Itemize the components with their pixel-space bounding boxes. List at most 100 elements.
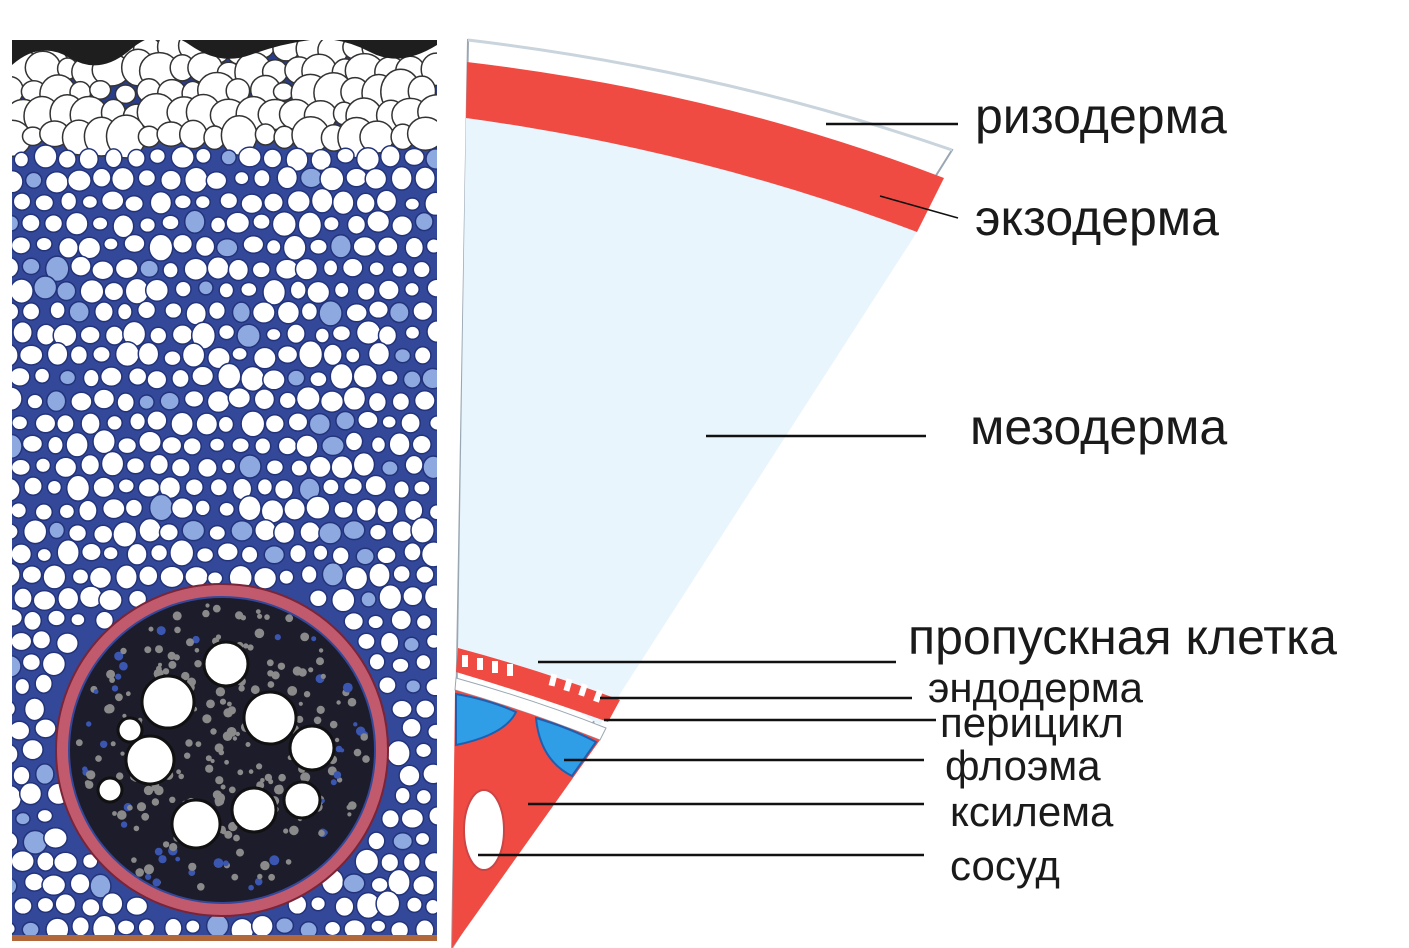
cortex-cell xyxy=(254,567,277,589)
cortex-cell xyxy=(253,214,270,229)
cortex-cell xyxy=(287,191,310,213)
cortex-cell xyxy=(401,809,423,829)
cortex-cell xyxy=(369,563,390,587)
cortex-cell xyxy=(198,458,217,477)
cortex-cell xyxy=(32,631,50,649)
cortex-cell xyxy=(288,370,305,386)
cortex-cell xyxy=(404,371,421,388)
cortex-cell xyxy=(287,324,305,343)
cortex-cell xyxy=(346,348,360,363)
cortex-cell xyxy=(344,478,363,495)
cortex-cell xyxy=(11,503,27,518)
cortex-cell xyxy=(264,193,283,212)
stele-cell xyxy=(213,605,221,613)
cortex-cell xyxy=(331,456,353,479)
cortex-cell xyxy=(365,169,386,190)
stele-cell xyxy=(335,738,339,742)
cortex-cell xyxy=(118,438,137,454)
stele-cell xyxy=(173,611,182,620)
cortex-cell xyxy=(60,370,76,384)
cortex-cell xyxy=(395,787,410,804)
stele-cell xyxy=(246,742,251,747)
cortex-cell xyxy=(1,922,15,935)
cortex-cell xyxy=(361,592,376,607)
cortex-cell xyxy=(164,351,181,366)
labels: ризодерма экзодерма мезодерма пропускная… xyxy=(908,88,1337,889)
cortex-cell xyxy=(185,391,204,408)
stele-cell xyxy=(241,615,246,620)
cortex-cell xyxy=(206,172,226,190)
cortex-cell xyxy=(301,168,323,188)
cortex-cell xyxy=(129,368,147,385)
cortex-cell xyxy=(345,567,367,590)
cortex-cell xyxy=(183,438,201,455)
cortex-cell xyxy=(173,234,193,253)
stele-cell xyxy=(175,857,180,862)
stele-cell xyxy=(188,863,196,871)
stele-cell xyxy=(194,660,201,667)
cortex-cell xyxy=(9,721,30,740)
cortex-cell xyxy=(217,239,238,257)
cortex-cell xyxy=(26,172,42,188)
cortex-cell xyxy=(429,807,446,825)
cortex-cell xyxy=(255,124,275,145)
stele-cell xyxy=(185,739,192,746)
cortex-cell xyxy=(404,149,424,166)
cortex-cell xyxy=(313,545,327,561)
cortex-cell xyxy=(93,477,114,497)
cortex-cell xyxy=(35,719,56,738)
stele-cell xyxy=(205,603,209,607)
cortex-cell xyxy=(59,504,74,519)
cortex-cell xyxy=(392,393,409,411)
stele-cell xyxy=(174,654,180,660)
cortex-cell xyxy=(138,342,158,365)
cortex-cell xyxy=(71,256,91,276)
cortex-cell xyxy=(128,150,145,168)
stele-cell xyxy=(249,769,254,774)
cortex-cell xyxy=(332,588,355,611)
stele-cell xyxy=(174,627,181,634)
cortex-cell xyxy=(241,194,263,213)
cortex-cell xyxy=(333,191,354,215)
stele-cell xyxy=(85,781,93,789)
cortex-cell xyxy=(379,585,402,610)
cortex-cell xyxy=(416,743,432,757)
cortex-cell xyxy=(127,458,145,474)
stele-cell xyxy=(237,769,243,775)
cortex-cell xyxy=(382,370,399,385)
cortex-cell xyxy=(423,456,444,479)
cortex-cell xyxy=(209,526,225,541)
cortex-cell xyxy=(301,303,317,321)
stele-cell xyxy=(121,821,127,827)
stele-cell xyxy=(221,785,226,790)
stele-cell xyxy=(186,638,194,646)
cortex-cell xyxy=(415,213,433,231)
cortex-cell xyxy=(284,235,306,260)
cortex-cell xyxy=(315,328,329,343)
cortex-cell xyxy=(272,212,296,237)
cortex-cell xyxy=(274,83,294,101)
cortex-cell xyxy=(345,432,362,451)
cortex-cell xyxy=(288,413,307,431)
stele-cell xyxy=(152,798,159,805)
cortex-cell xyxy=(116,565,137,589)
stele-cell xyxy=(215,800,221,806)
stele-cell xyxy=(205,765,213,773)
stele-cell xyxy=(257,614,262,619)
stele-cell xyxy=(299,702,303,706)
cortex-cell xyxy=(321,391,344,412)
stele-cell xyxy=(100,741,107,748)
stele-cell xyxy=(120,648,126,654)
cortex-cell xyxy=(170,540,194,566)
cortex-cell xyxy=(228,259,248,280)
stele-cell xyxy=(238,685,244,691)
stele-cell xyxy=(227,702,232,707)
stele-cell xyxy=(211,759,215,763)
stele-cell xyxy=(111,741,116,746)
cortex-cell xyxy=(368,615,383,629)
cortex-cell xyxy=(14,588,32,608)
xylem-vessel-cell xyxy=(290,726,334,770)
stele-cell xyxy=(311,636,316,641)
cortex-cell xyxy=(307,281,330,303)
cortex-cell xyxy=(125,196,143,212)
